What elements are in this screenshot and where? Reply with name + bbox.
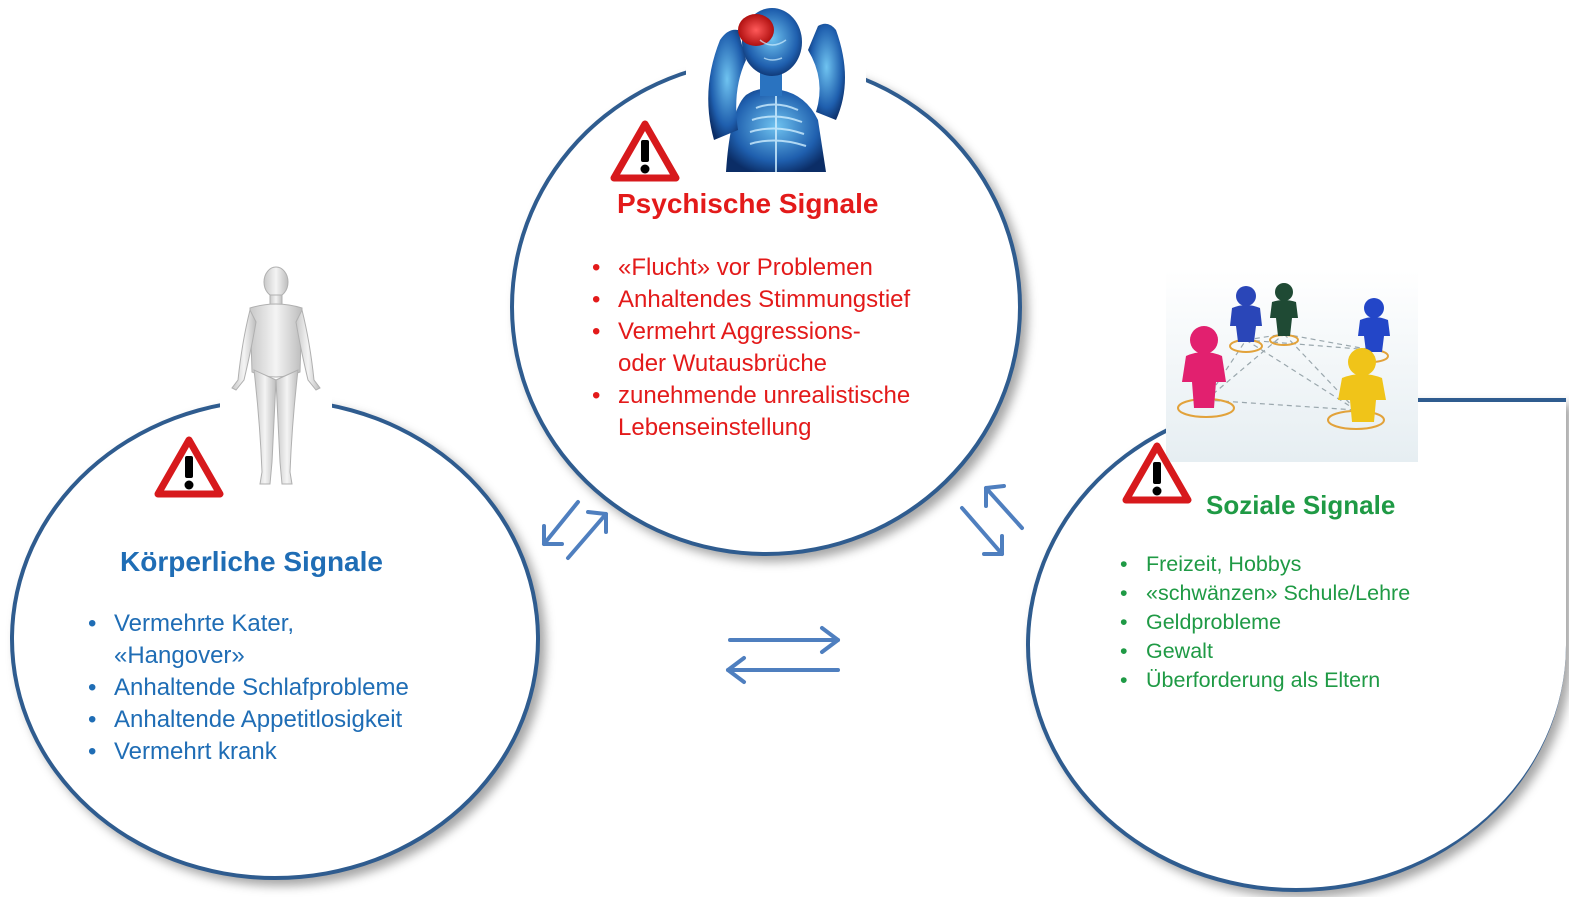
exchange-arrows-icon xyxy=(726,626,840,684)
list-item: Anhaltende Appetitlosigkeit xyxy=(84,704,409,736)
soziale-signale-title: Soziale Signale xyxy=(1206,490,1396,520)
soziale-signale-list: Freizeit, Hobbys «schwänzen» Schule/Lehr… xyxy=(1116,550,1410,695)
koerperliche-signale-list: Vermehrte Kater, «Hangover» Anhaltende S… xyxy=(84,608,409,768)
list-item: Anhaltende Schlafprobleme xyxy=(84,672,409,704)
list-item: Überforderung als Eltern xyxy=(1116,666,1410,695)
exchange-arrows-icon xyxy=(960,484,1024,556)
list-item-text: oder Wutausbrüche xyxy=(618,350,828,377)
list-item: Anhaltendes Stimmungstief xyxy=(588,284,910,316)
human-body-image xyxy=(220,262,332,490)
list-item-text: Lebenseinstellung xyxy=(618,414,812,441)
exchange-arrows-icon xyxy=(542,500,608,560)
list-item: Gewalt xyxy=(1116,637,1410,666)
list-item-text: Vermehrte Kater, xyxy=(114,610,295,637)
list-item-text: Freizeit, Hobbys xyxy=(1146,552,1302,576)
list-item: zunehmende unrealistische Lebenseinstell… xyxy=(588,380,910,444)
list-item-text: Gewalt xyxy=(1146,639,1213,663)
warning-triangle-icon xyxy=(610,120,680,182)
koerperliche-signale-title: Körperliche Signale xyxy=(120,546,383,577)
list-item-text: Anhaltende Schlafprobleme xyxy=(114,674,409,701)
list-item-text: Geldprobleme xyxy=(1146,610,1282,634)
list-item: Vermehrt Aggressions- oder Wutausbrüche xyxy=(588,316,910,380)
list-item: Vermehrte Kater, «Hangover» xyxy=(84,608,409,672)
list-item-text: Vermehrt Aggressions- xyxy=(618,318,861,345)
list-item-text: Anhaltendes Stimmungstief xyxy=(618,286,911,313)
list-item-text: zunehmende unrealistische xyxy=(618,382,911,409)
list-item-text: «Hangover» xyxy=(114,642,245,669)
list-item-text: Überforderung als Eltern xyxy=(1146,668,1381,692)
warning-triangle-icon xyxy=(154,436,224,498)
psychische-signale-title: Psychische Signale xyxy=(617,188,879,219)
psychische-signale-list: «Flucht» vor Problemen Anhaltendes Stimm… xyxy=(588,252,910,444)
list-item-text: Anhaltende Appetitlosigkeit xyxy=(114,706,403,733)
list-item: «schwänzen» Schule/Lehre xyxy=(1116,579,1410,608)
list-item: Geldprobleme xyxy=(1116,608,1410,637)
list-item-text: Vermehrt krank xyxy=(114,738,277,765)
headache-skeleton-image xyxy=(686,0,866,172)
list-item: Vermehrt krank xyxy=(84,736,409,768)
list-item-text: «schwänzen» Schule/Lehre xyxy=(1146,581,1411,605)
list-item-text: «Flucht» vor Problemen xyxy=(618,254,873,281)
list-item: «Flucht» vor Problemen xyxy=(588,252,910,284)
social-network-figures-image xyxy=(1166,270,1418,462)
warning-triangle-icon xyxy=(1122,442,1192,504)
list-item: Freizeit, Hobbys xyxy=(1116,550,1410,579)
